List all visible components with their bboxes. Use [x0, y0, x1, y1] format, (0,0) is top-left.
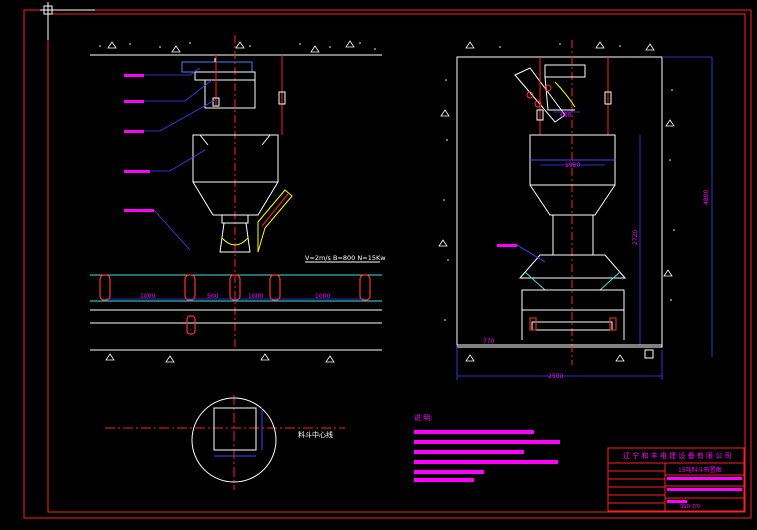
dim-hopper-width: 1950 — [565, 162, 580, 169]
dim-bottom-left: 770 — [483, 338, 495, 345]
dim-2: 500 — [207, 293, 219, 300]
hopper-spout — [219, 222, 251, 253]
dim-3: 1000 — [248, 293, 263, 300]
corner-crosshair — [40, 2, 95, 40]
plan-opening — [213, 407, 257, 451]
outer-frame — [23, 9, 752, 519]
notes-block: 说 明: — [414, 413, 560, 482]
right-inlet-chute — [514, 67, 566, 123]
left-callouts — [124, 67, 216, 251]
plan-label: 料斗中心线 — [298, 430, 333, 439]
dim-vertical-total: 4800 — [703, 190, 710, 205]
pit-outline — [456, 56, 663, 348]
dim-vertical-lower: 2720 — [632, 230, 639, 245]
plan-view: 料斗中心线 — [105, 395, 345, 490]
hanger-rods — [215, 55, 283, 135]
drawing-number: SSD-7/0 — [680, 504, 700, 510]
dim-top-small: 600 — [560, 112, 572, 119]
right-elevation-view: 4800 2720 770 2500 1950 600 — [438, 40, 713, 380]
notes-title: 说 明: — [414, 413, 433, 422]
left-elevation-view: V=2m/s B=800 N=15Kw 1000 500 1000 1000 — [90, 35, 386, 363]
plan-circle — [191, 397, 277, 483]
bypass-chute — [257, 189, 293, 253]
idler-rollers — [99, 274, 371, 335]
dim-4: 1000 — [315, 293, 330, 300]
dim-bottom-total: 2500 — [548, 373, 563, 380]
company-name: 辽 宁 和 丰 电 建 设 备 有 限 公 司 — [623, 451, 731, 460]
dim-1: 1000 — [140, 293, 155, 300]
flow-annotation: V=2m/s B=800 N=15Kw — [305, 254, 386, 262]
drawing-name: 15吨料斗布置图 — [678, 466, 722, 474]
title-block: 辽 宁 和 丰 电 建 设 备 有 限 公 司 15吨料斗布置图 SSD-7/0 — [607, 447, 745, 512]
inner-frame — [47, 13, 746, 513]
ceiling-concrete-hatch — [99, 42, 376, 50]
top-inlet-plate — [181, 61, 253, 73]
